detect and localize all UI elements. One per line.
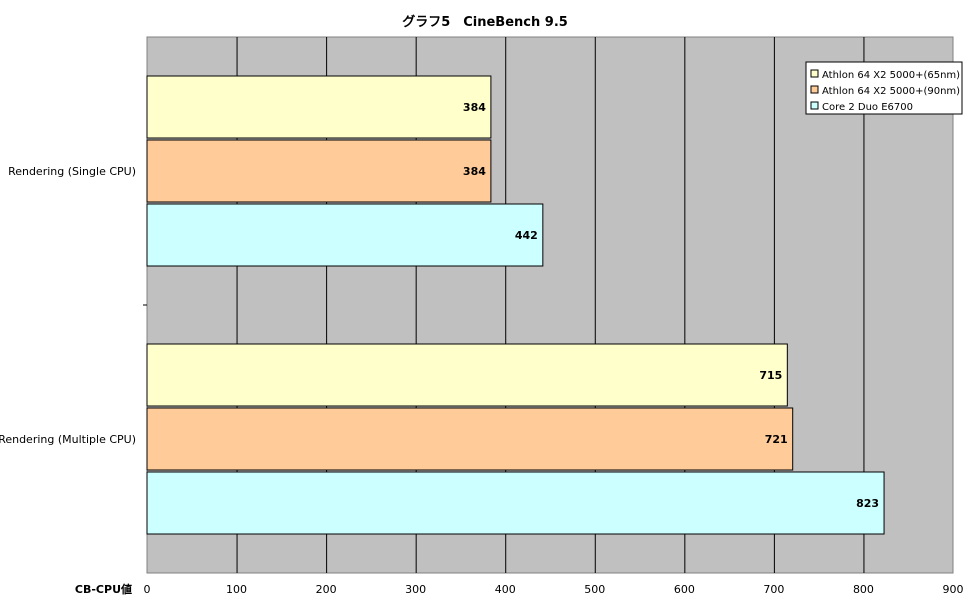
data-label: 442 (515, 229, 538, 242)
data-label: 721 (765, 433, 788, 446)
legend (805, 61, 963, 115)
legend-swatch (810, 85, 819, 94)
legend-swatch (810, 101, 819, 110)
bar (146, 407, 794, 471)
chart-title: グラフ5 CineBench 9.5 (402, 14, 568, 30)
x-tick-label: 100 (226, 583, 247, 596)
bar (146, 75, 492, 139)
x-tick-label: 500 (584, 583, 605, 596)
x-tick-label: 900 (943, 583, 964, 596)
x-axis-label: CB-CPU値 (75, 582, 132, 596)
x-tick-label: 600 (674, 583, 695, 596)
x-tick-label: 800 (853, 583, 874, 596)
x-tick-label: 0 (144, 583, 151, 596)
x-tick-label: 300 (405, 583, 426, 596)
legend-label: Core 2 Duo E6700 (822, 102, 913, 113)
bar (146, 203, 544, 267)
x-tick-label: 700 (763, 583, 784, 596)
data-label: 384 (463, 101, 486, 114)
category-label: Rendering (Multiple CPU) (0, 433, 136, 446)
bar (146, 139, 492, 203)
category-label: Rendering (Single CPU) (8, 165, 136, 178)
data-label: 384 (463, 165, 486, 178)
bar (146, 343, 788, 407)
legend-label: Athlon 64 X2 5000+(90nm) (822, 86, 960, 97)
legend-label: Athlon 64 X2 5000+(65nm) (822, 70, 960, 81)
data-label: 823 (856, 497, 879, 510)
legend-swatch (810, 69, 819, 78)
bar (146, 471, 885, 535)
data-label: 715 (759, 369, 782, 382)
x-tick-label: 400 (495, 583, 516, 596)
x-tick-label: 200 (316, 583, 337, 596)
